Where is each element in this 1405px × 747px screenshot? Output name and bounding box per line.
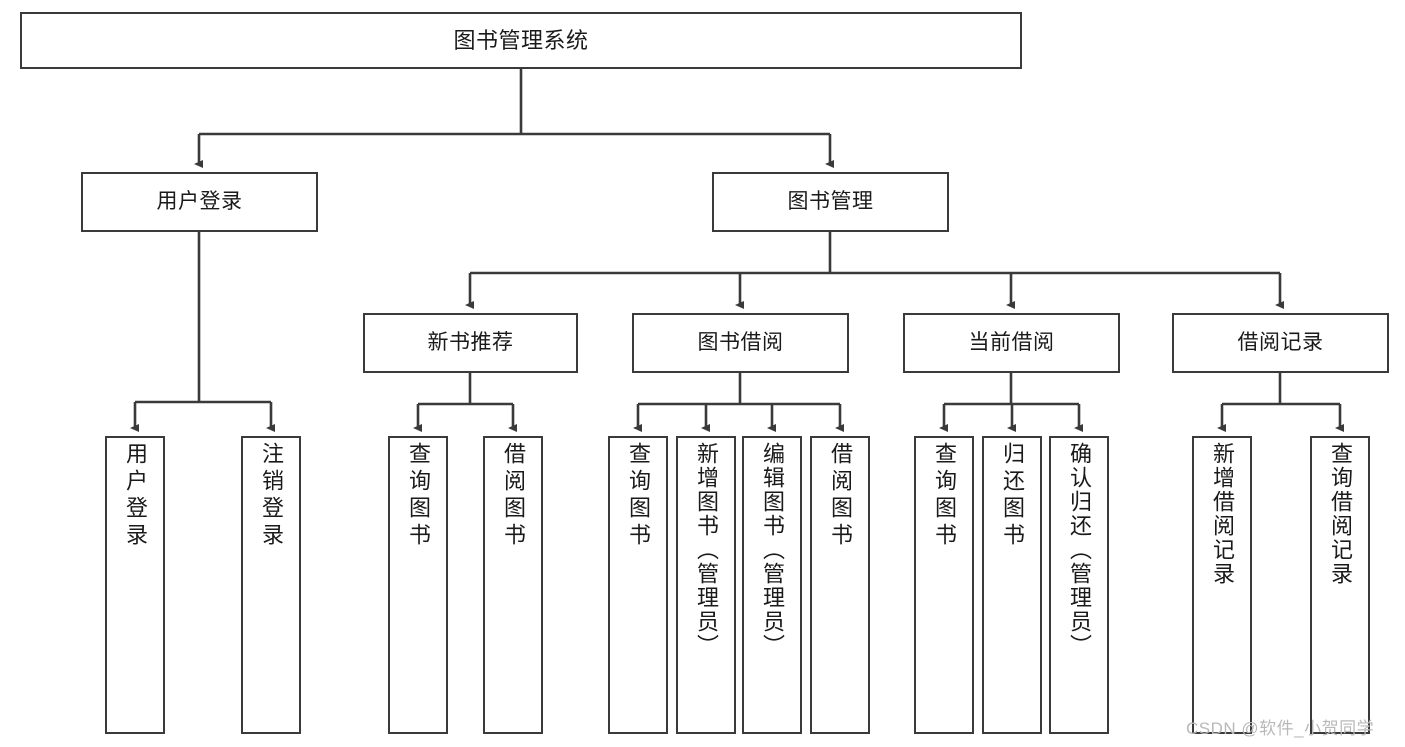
node-label: 图书借阅 xyxy=(697,330,784,354)
node-user-login[interactable]: 用户登录 xyxy=(81,172,318,232)
leaf-current-borrow-query[interactable]: 查询图书 xyxy=(914,436,974,734)
node-label: 查询借阅记录 xyxy=(1328,442,1353,586)
node-current-borrow[interactable]: 当前借阅 xyxy=(903,313,1120,373)
node-label: 新增图书（管理员） xyxy=(694,442,719,658)
leaf-borrow-record-add[interactable]: 新增借阅记录 xyxy=(1192,436,1252,734)
node-label: 新增借阅记录 xyxy=(1210,442,1235,586)
node-label: 归还图书 xyxy=(1000,442,1025,550)
node-label: 编辑图书（管理员） xyxy=(760,442,785,658)
csdn-watermark: CSDN @软件_小贺同学 xyxy=(1186,719,1375,738)
leaf-current-borrow-return[interactable]: 归还图书 xyxy=(982,436,1042,734)
node-book-management[interactable]: 图书管理 xyxy=(712,172,949,232)
leaf-book-borrow-lend[interactable]: 借阅图书 xyxy=(810,436,870,734)
leaf-borrow-record-query[interactable]: 查询借阅记录 xyxy=(1310,436,1370,734)
node-root-system[interactable]: 图书管理系统 xyxy=(20,12,1022,69)
node-label: 借阅图书 xyxy=(501,442,526,550)
leaf-new-book-query[interactable]: 查询图书 xyxy=(388,436,448,734)
node-label: 用户登录 xyxy=(123,442,148,550)
node-label: 借阅图书 xyxy=(828,442,853,550)
node-label: 用户登录 xyxy=(156,189,243,213)
node-borrow-record[interactable]: 借阅记录 xyxy=(1172,313,1389,373)
leaf-current-borrow-confirm-return[interactable]: 确认归还（管理员） xyxy=(1049,436,1109,734)
node-label: 当前借阅 xyxy=(968,330,1055,354)
node-label: 查询图书 xyxy=(406,442,431,550)
leaf-book-borrow-edit[interactable]: 编辑图书（管理员） xyxy=(742,436,802,734)
node-label: 图书管理 xyxy=(787,189,874,213)
leaf-book-borrow-query[interactable]: 查询图书 xyxy=(608,436,668,734)
node-label: 查询图书 xyxy=(626,442,651,550)
node-label: 查询图书 xyxy=(932,442,957,550)
node-label: 图书管理系统 xyxy=(453,27,589,53)
node-book-borrow[interactable]: 图书借阅 xyxy=(632,313,849,373)
node-new-book-recommend[interactable]: 新书推荐 xyxy=(363,313,578,373)
node-label: 新书推荐 xyxy=(427,330,514,354)
node-label: 注销登录 xyxy=(259,442,284,550)
leaf-book-borrow-add[interactable]: 新增图书（管理员） xyxy=(676,436,736,734)
node-label: 借阅记录 xyxy=(1237,330,1324,354)
node-label: 确认归还（管理员） xyxy=(1067,442,1092,658)
leaf-new-book-borrow[interactable]: 借阅图书 xyxy=(483,436,543,734)
leaf-user-login-signin[interactable]: 用户登录 xyxy=(105,436,165,734)
leaf-user-login-signout[interactable]: 注销登录 xyxy=(241,436,301,734)
